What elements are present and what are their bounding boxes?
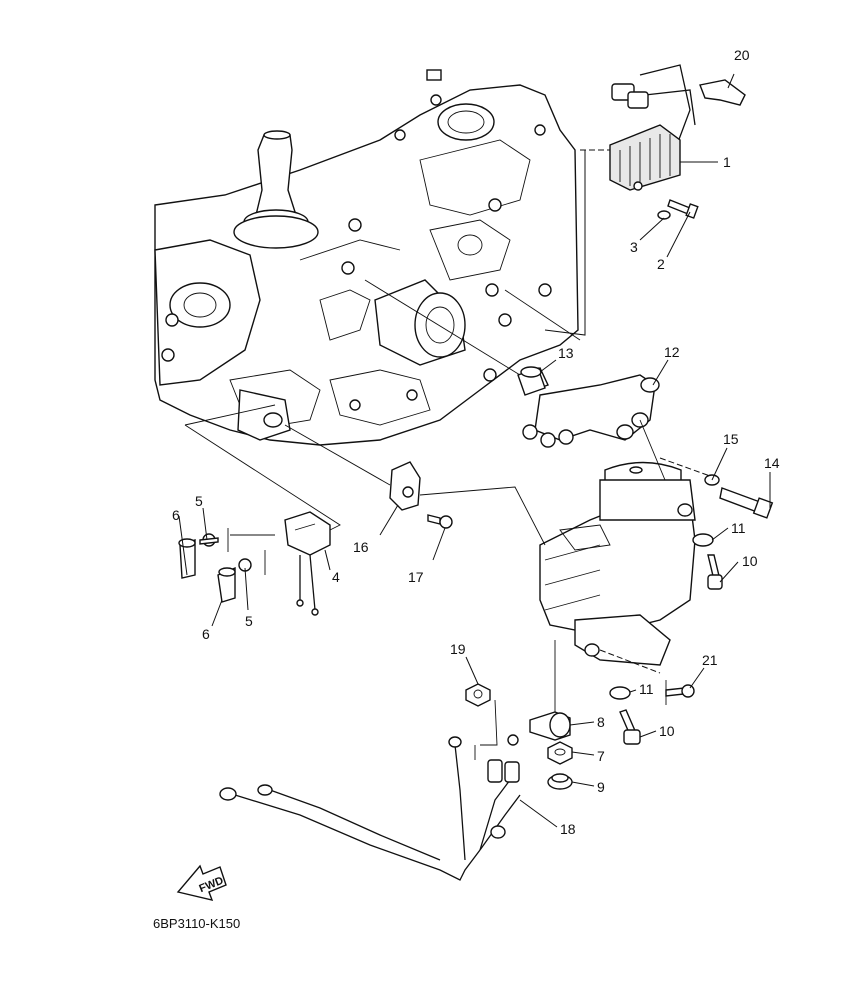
nut-19 — [465, 683, 491, 707]
callout-21: 21 — [702, 652, 718, 668]
callout-6-upper: 6 — [172, 507, 180, 523]
cap-9 — [547, 773, 573, 790]
sensor-4 — [284, 511, 331, 616]
callout-11-upper: 11 — [731, 520, 746, 536]
nut-7 — [547, 741, 573, 765]
bolt-and-washer-2-3 — [657, 199, 699, 220]
callout-12: 12 — [664, 344, 680, 360]
callout-16: 16 — [353, 539, 369, 555]
callout-10-lower: 10 — [659, 723, 675, 739]
callout-2: 2 — [657, 256, 665, 272]
engine-block — [154, 69, 579, 446]
callout-numbers: 1 2 3 4 5 5 6 6 7 8 9 10 10 11 11 12 13 … — [172, 47, 780, 837]
part-code: 6BP3110-K150 — [153, 916, 240, 931]
callout-11-lower: 11 — [639, 681, 654, 697]
rectifier-regulator — [609, 64, 746, 191]
callout-14: 14 — [764, 455, 780, 471]
callout-5-lower: 5 — [245, 613, 253, 629]
leader-lines — [178, 73, 771, 828]
callout-6-lower: 6 — [202, 626, 210, 642]
screw-5-lower — [238, 550, 266, 575]
terminal-8 — [529, 711, 571, 741]
collar-13 — [517, 366, 546, 396]
fwd-arrow-icon: FWD — [176, 864, 227, 901]
clamp-16 — [389, 461, 421, 511]
callout-4: 4 — [332, 569, 340, 585]
callout-5-upper: 5 — [195, 493, 203, 509]
cable-harness-18 — [219, 734, 521, 881]
starter-motor — [539, 461, 696, 666]
callout-15: 15 — [723, 431, 739, 447]
callout-17: 17 — [408, 569, 424, 585]
callout-7: 7 — [597, 748, 605, 764]
screw-5-upper — [199, 528, 229, 552]
bolt-14-washer-15 — [704, 474, 774, 519]
washer-11-bolt-10-upper — [692, 533, 723, 590]
callout-10-upper: 10 — [742, 553, 758, 569]
callout-19: 19 — [450, 641, 466, 657]
callout-13: 13 — [558, 345, 574, 361]
callout-20: 20 — [734, 47, 750, 63]
callout-3: 3 — [630, 239, 638, 255]
callout-8: 8 — [597, 714, 605, 730]
callout-9: 9 — [597, 779, 605, 795]
callout-18: 18 — [560, 821, 576, 837]
assembly-guide-lines — [184, 149, 711, 746]
callout-1: 1 — [723, 154, 731, 170]
washer-11-bolt-10-lower — [609, 686, 641, 745]
screw-21 — [665, 680, 695, 705]
bolt-17 — [427, 514, 453, 529]
cap-6-lower — [217, 566, 236, 603]
